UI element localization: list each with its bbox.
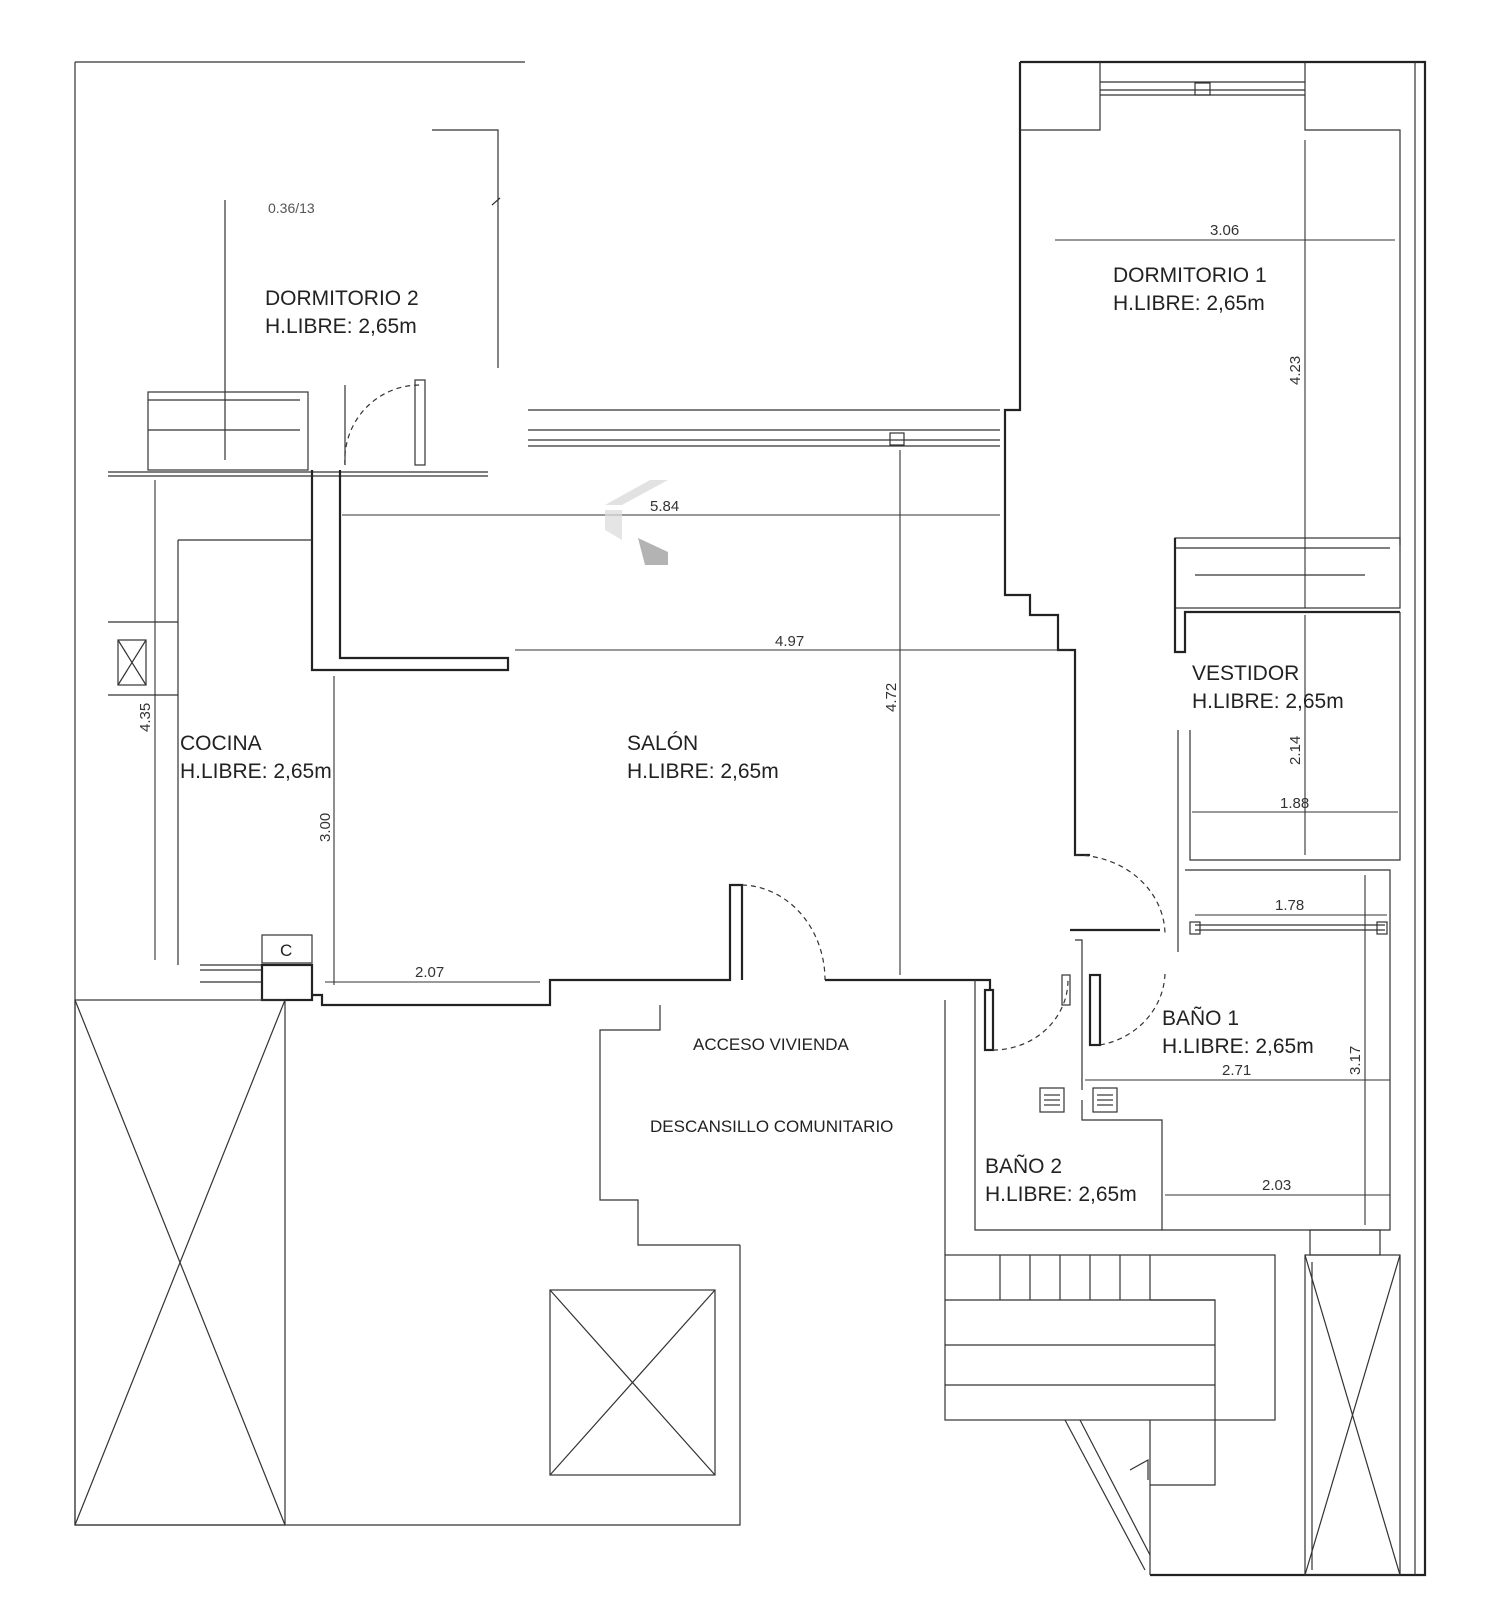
room-vestidor-height: H.LIBRE: 2,65m [1192, 690, 1344, 713]
dim-2-14: 2.14 [1287, 736, 1304, 765]
bathroom-walls [974, 854, 1391, 1231]
boiler-label: C [280, 941, 292, 960]
room-dormitorio1-height: H.LIBRE: 2,65m [1113, 292, 1265, 315]
dim-4-72: 4.72 [883, 683, 900, 712]
room-dormitorio2-name: DORMITORIO 2 [265, 287, 419, 310]
drawing-stamp: 0.36/13 [268, 200, 315, 216]
room-bano2-height: H.LIBRE: 2,65m [985, 1183, 1137, 1206]
room-bano1-name: BAÑO 1 [1162, 1006, 1239, 1030]
dim-3-00: 3.00 [317, 813, 334, 842]
dim-1-88: 1.88 [1280, 795, 1309, 812]
room-bano1-height: H.LIBRE: 2,65m [1162, 1035, 1314, 1058]
watermark-logo [605, 480, 668, 565]
room-cocina-name: COCINA [180, 732, 262, 755]
room-vestidor-name: VESTIDOR [1192, 662, 1299, 685]
dim-5-84: 5.84 [650, 498, 679, 515]
room-salon-height: H.LIBRE: 2,65m [627, 760, 779, 783]
landing-label: DESCANSILLO COMUNITARIO [650, 1117, 893, 1136]
dim-1-78: 1.78 [1275, 897, 1304, 914]
dim-4-35: 4.35 [137, 703, 154, 732]
room-bano2-name: BAÑO 2 [985, 1154, 1062, 1178]
outer-walls [74, 60, 1427, 1577]
stairs [944, 1254, 1276, 1575]
room-dormitorio1-name: DORMITORIO 1 [1113, 264, 1267, 287]
dim-4-97: 4.97 [775, 633, 804, 650]
dimension-lines [154, 140, 1398, 1225]
room-salon-name: SALÓN [627, 732, 698, 755]
left-shaft [74, 999, 286, 1526]
room-cocina-height: H.LIBRE: 2,65m [180, 760, 332, 783]
dim-2-07: 2.07 [415, 964, 444, 981]
cocina-walls [108, 539, 314, 1002]
dim-3-17: 3.17 [1347, 1046, 1364, 1075]
dim-2-03: 2.03 [1262, 1177, 1291, 1194]
dim-3-06: 3.06 [1210, 222, 1239, 239]
right-shaft [1304, 1229, 1401, 1576]
access-label: ACCESO VIVIENDA [693, 1035, 850, 1054]
dim-2-71: 2.71 [1222, 1062, 1251, 1079]
room-dormitorio2-height: H.LIBRE: 2,65m [265, 315, 417, 338]
dormitorio1-walls [1020, 62, 1401, 952]
dormitorio2-walls [108, 129, 501, 477]
landing-walls [549, 1000, 946, 1476]
dim-4-23: 4.23 [1287, 356, 1304, 385]
salon-walls [310, 62, 1090, 1007]
